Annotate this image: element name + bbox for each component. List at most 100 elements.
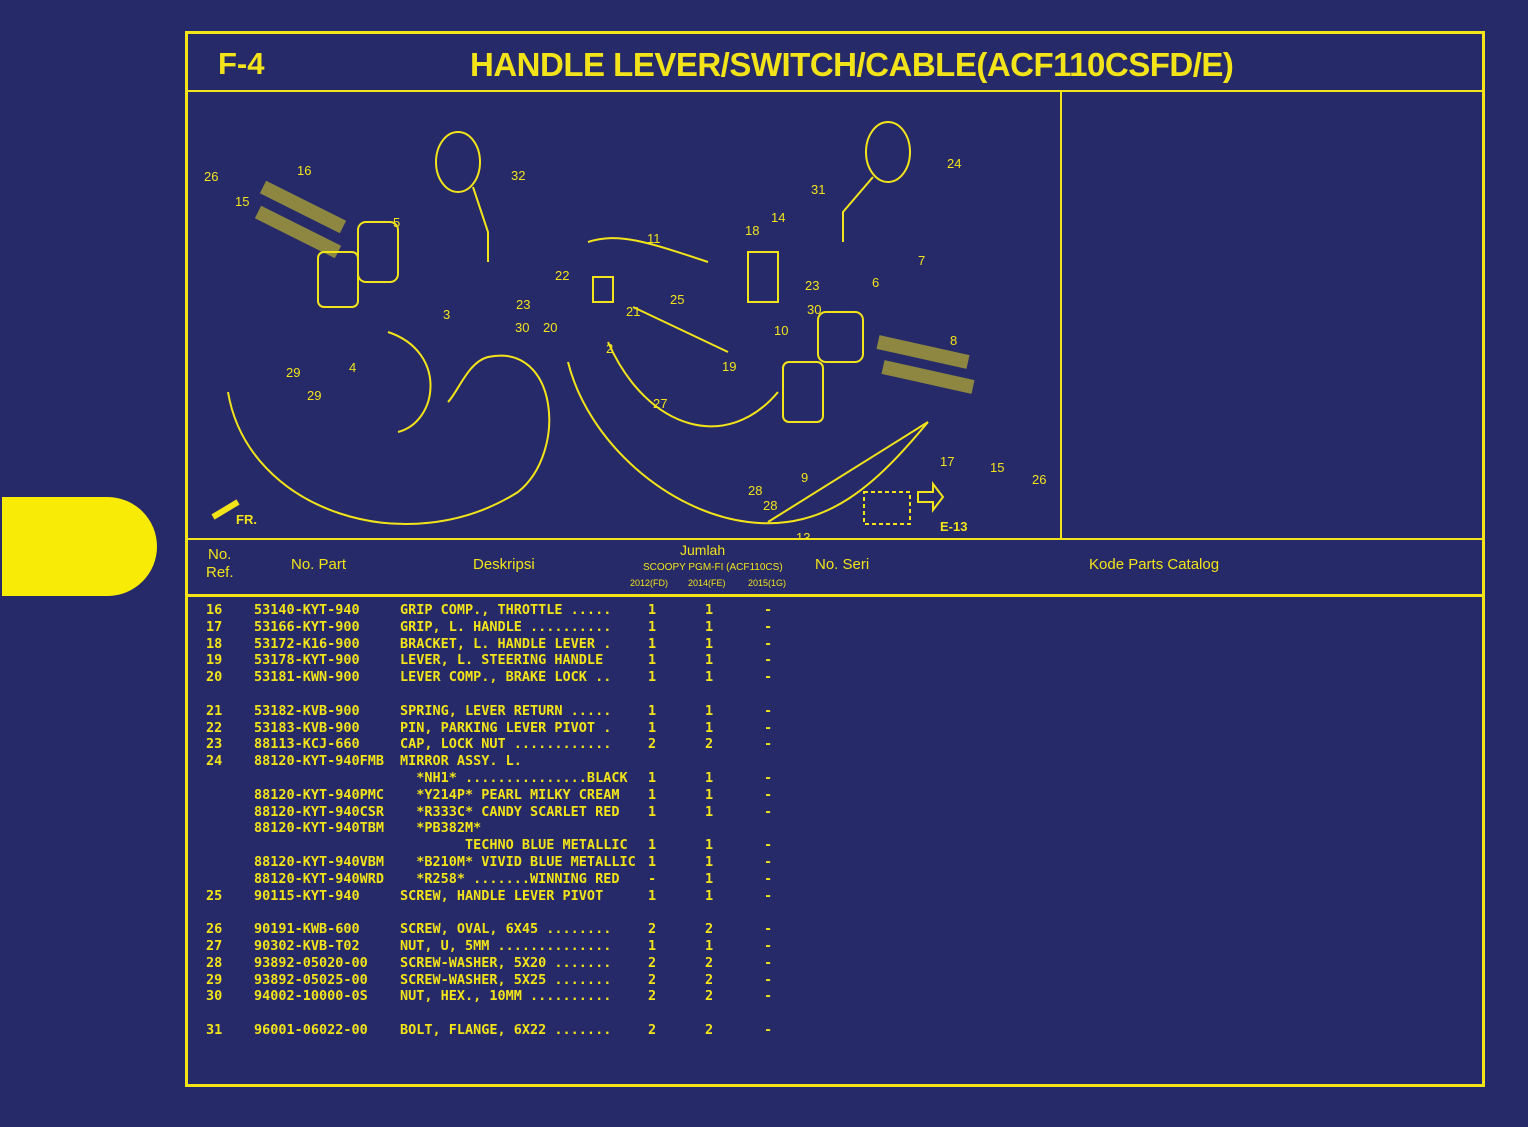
qty-2014: 2 xyxy=(705,921,714,938)
ref-number: 22 xyxy=(206,719,223,736)
part-number: 93892-05025-00 xyxy=(254,971,368,988)
callout-label: 15 xyxy=(990,460,1004,475)
callout-label: 3 xyxy=(443,307,450,322)
description: SPRING, LEVER RETURN ..... xyxy=(400,702,612,719)
description: SCREW-WASHER, 5X25 ....... xyxy=(400,971,612,988)
parts-catalog-page: F-4 HANDLE LEVER/SWITCH/CABLE(ACF110CSFD… xyxy=(185,31,1485,1087)
part-number: 53182-KVB-900 xyxy=(254,702,360,719)
callout-label: 4 xyxy=(349,360,356,375)
qty-2015: - xyxy=(764,870,773,887)
qty-2014: 1 xyxy=(705,769,714,786)
qty-2014: 1 xyxy=(705,853,714,870)
qty-2012: 1 xyxy=(648,786,657,803)
part-number: 88120-KYT-940VBM xyxy=(254,853,385,870)
page-title: HANDLE LEVER/SWITCH/CABLE(ACF110CSFD/E) xyxy=(470,46,1234,83)
header-catalog: Kode Parts Catalog xyxy=(1089,556,1220,573)
qty-2015: - xyxy=(764,937,773,954)
part-number: 88120-KYT-940TBM xyxy=(254,820,385,837)
qty-2015: - xyxy=(764,887,773,904)
callout-label: 14 xyxy=(771,210,785,225)
callout-label: 8 xyxy=(950,333,957,348)
header-ref-2: Ref. xyxy=(206,564,234,581)
qty-2014: 1 xyxy=(705,887,714,904)
header-serial: No. Seri xyxy=(815,556,870,573)
callout-label: 23 xyxy=(516,297,530,312)
qty-2012: 1 xyxy=(648,618,657,635)
description: LEVER COMP., BRAKE LOCK .. xyxy=(400,669,612,686)
qty-2015: - xyxy=(764,719,773,736)
callout-label: 32 xyxy=(511,168,525,183)
qty-2015: - xyxy=(764,769,773,786)
callout-label: 10 xyxy=(774,323,788,338)
header-model: SCOOPY PGM-FI (ACF110CS) xyxy=(643,562,783,573)
callout-label: E-13 xyxy=(940,519,967,534)
callout-label: 28 xyxy=(748,483,762,498)
description: *PB382M* xyxy=(400,820,482,837)
qty-2015: - xyxy=(764,988,773,1005)
callout-label: 6 xyxy=(872,275,879,290)
description: *B210M* VIVID BLUE METALLIC xyxy=(400,853,636,870)
qty-2015: - xyxy=(764,736,773,753)
table-row: 88120-KYT-940CSR *R333C* CANDY SCARLET R… xyxy=(188,804,1482,821)
part-number: 94002-10000-0S xyxy=(254,988,368,1005)
description: SCREW-WASHER, 5X20 ....... xyxy=(400,954,612,971)
qty-2015: - xyxy=(764,786,773,803)
qty-2014: 2 xyxy=(705,954,714,971)
table-row: 26 90191-KWB-600 SCREW, OVAL, 6X45 .......… xyxy=(188,921,1482,938)
callout-label: 29 xyxy=(286,365,300,380)
part-number: 88120-KYT-940PMC xyxy=(254,786,385,803)
callout-label: FR. xyxy=(236,512,257,527)
part-number: 93892-05020-00 xyxy=(254,954,368,971)
ref-number: 27 xyxy=(206,937,223,954)
qty-2012: - xyxy=(648,870,657,887)
description: *R333C* CANDY SCARLET RED xyxy=(400,803,620,820)
part-number: 53172-K16-900 xyxy=(254,635,360,652)
qty-2012: 1 xyxy=(648,652,657,669)
qty-2012: 1 xyxy=(648,635,657,652)
part-number: 90191-KWB-600 xyxy=(254,921,360,938)
qty-2014: 1 xyxy=(705,837,714,854)
ref-number: 18 xyxy=(206,635,223,652)
description: NUT, HEX., 10MM .......... xyxy=(400,988,612,1005)
qty-2014: 1 xyxy=(705,786,714,803)
parts-illustration: 2616155323233042929122212520211271918143… xyxy=(204,121,1046,553)
callout-label: 7 xyxy=(918,253,925,268)
qty-2012: 1 xyxy=(648,803,657,820)
qty-2015: - xyxy=(764,702,773,719)
ref-number: 26 xyxy=(206,921,223,938)
qty-2015: - xyxy=(764,669,773,686)
qty-2012: 1 xyxy=(648,769,657,786)
description: CAP, LOCK NUT ............ xyxy=(400,736,612,753)
qty-2012: 1 xyxy=(648,837,657,854)
table-row: 88120-KYT-940PMC *Y214P* PEARL MILKY CRE… xyxy=(188,787,1482,804)
section-tab[interactable] xyxy=(2,497,157,596)
qty-2015: - xyxy=(764,602,773,618)
qty-2012: 2 xyxy=(648,921,657,938)
description: SCREW, OVAL, 6X45 ........ xyxy=(400,921,612,938)
part-number: 88113-KCJ-660 xyxy=(254,736,360,753)
qty-2014: 1 xyxy=(705,719,714,736)
ref-number: 19 xyxy=(206,652,223,669)
ref-number: 17 xyxy=(206,618,223,635)
qty-2015: - xyxy=(764,635,773,652)
callout-label: 15 xyxy=(235,194,249,209)
qty-2014: 1 xyxy=(705,702,714,719)
qty-2014: 1 xyxy=(705,602,714,618)
qty-2012: 1 xyxy=(648,719,657,736)
qty-2012: 1 xyxy=(648,702,657,719)
qty-2014: 1 xyxy=(705,669,714,686)
qty-2012: 2 xyxy=(648,954,657,971)
qty-2012: 1 xyxy=(648,887,657,904)
part-number: 90115-KYT-940 xyxy=(254,887,360,904)
header-ref-1: No. xyxy=(208,546,232,563)
table-header: No. Ref. No. Part Deskripsi Jumlah SCOOP… xyxy=(188,538,1482,597)
qty-2012: 2 xyxy=(648,1021,657,1038)
part-number: 53166-KYT-900 xyxy=(254,618,360,635)
row-spacer xyxy=(188,686,1482,703)
description: GRIP COMP., THROTTLE ..... xyxy=(400,602,612,618)
qty-2014: 1 xyxy=(705,803,714,820)
